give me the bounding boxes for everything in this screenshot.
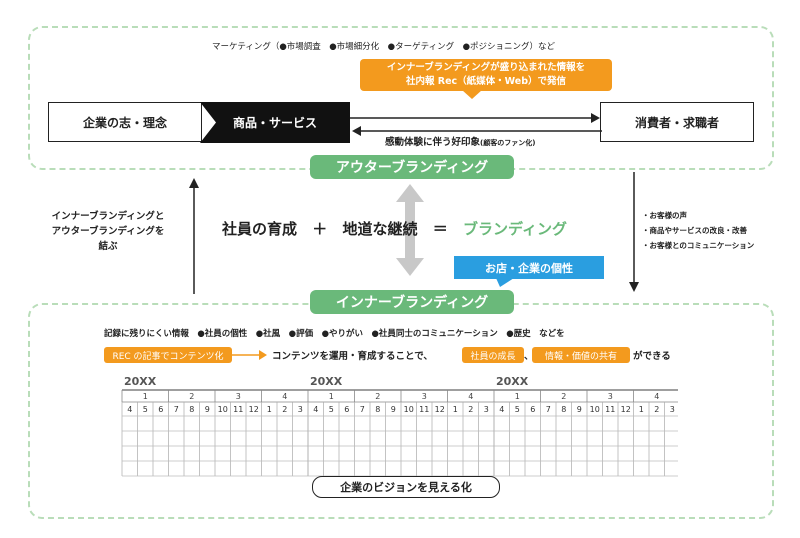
month-label: 3 bbox=[484, 405, 489, 414]
box-product-label: 商品・サービス bbox=[232, 116, 317, 130]
month-label: 12 bbox=[621, 405, 631, 414]
quarter-label: 1 bbox=[329, 392, 334, 401]
month-label: 10 bbox=[404, 405, 414, 414]
month-label: 11 bbox=[419, 405, 429, 414]
rec-callout: インナーブランディングが盛り込まれた情報を 社内報 Rec（紙媒体・Web）で発… bbox=[360, 59, 612, 91]
month-label: 4 bbox=[499, 405, 504, 414]
month-label: 5 bbox=[515, 405, 520, 414]
callout-pointer bbox=[462, 90, 482, 99]
month-label: 8 bbox=[561, 405, 566, 414]
month-label: 8 bbox=[375, 405, 380, 414]
month-label: 12 bbox=[249, 405, 259, 414]
box-product: 商品・サービス bbox=[200, 102, 350, 143]
month-label: 9 bbox=[577, 405, 582, 414]
eq-part2: 地道な継続 bbox=[342, 220, 418, 238]
month-label: 10 bbox=[590, 405, 600, 414]
left-text: インナーブランディングと アウターブランディングを 結ぶ bbox=[30, 209, 186, 254]
month-label: 10 bbox=[218, 405, 228, 414]
quarter-label: 2 bbox=[189, 392, 194, 401]
month-label: 5 bbox=[329, 405, 334, 414]
rec-tag: REC の記事でコンテンツ化 bbox=[104, 347, 232, 363]
growth-tag: 社員の成長 bbox=[462, 347, 524, 363]
shop-tag: お店・企業の個性 bbox=[454, 256, 604, 279]
quarter-label: 4 bbox=[282, 392, 287, 401]
month-label: 4 bbox=[313, 405, 318, 414]
center-double-arrow bbox=[396, 184, 424, 276]
callout-line-1: インナーブランディングが盛り込まれた情報を bbox=[386, 62, 586, 73]
records-line: 記録に残りにくい情報 ●社員の個性 ●社風 ●評価 ●やりがい ●社員同士のコミ… bbox=[104, 329, 565, 339]
month-label: 9 bbox=[205, 405, 210, 414]
month-label: 2 bbox=[654, 405, 659, 414]
quarter-label: 4 bbox=[654, 392, 659, 401]
callout-line-2: 社内報 Rec（紙媒体・Web）で発信 bbox=[405, 76, 567, 87]
marketing-line: マーケティング（●市場調査 ●市場細分化 ●ターゲティング ●ポジショニング）な… bbox=[212, 42, 555, 52]
feedback-small: (顧客のファン化) bbox=[480, 139, 536, 147]
month-label: 3 bbox=[670, 405, 675, 414]
arrows-top bbox=[350, 113, 602, 136]
month-label: 7 bbox=[546, 405, 551, 414]
eq-part1: 社員の育成 bbox=[222, 220, 298, 238]
inner-branding-label: インナーブランディング bbox=[310, 290, 514, 314]
eq-plus: ＋ bbox=[312, 220, 328, 238]
right-text-2: ・商品やサービスの改良・改善 bbox=[642, 226, 747, 235]
month-label: 12 bbox=[435, 405, 445, 414]
quarter-label: 3 bbox=[608, 392, 613, 401]
month-label: 6 bbox=[158, 405, 163, 414]
month-label: 11 bbox=[605, 405, 615, 414]
left-text-2: アウターブランディングを bbox=[51, 226, 165, 237]
quarter-label: 2 bbox=[561, 392, 566, 401]
equation: 社員の育成 ＋ 地道な継続 ＝ ブランディング bbox=[222, 218, 567, 239]
outer-branding-label: アウターブランディング bbox=[310, 155, 514, 179]
right-text: ・お客様の声 ・商品やサービスの改良・改善 ・お客様とのコミュニケーション bbox=[642, 208, 754, 253]
eq-equals: ＝ bbox=[432, 220, 448, 238]
can-text: ができる bbox=[633, 351, 671, 362]
month-label: 2 bbox=[282, 405, 287, 414]
tag-separator: 、 bbox=[524, 351, 534, 362]
month-label: 6 bbox=[344, 405, 349, 414]
box-consumer: 消費者・求職者 bbox=[600, 102, 754, 142]
month-label: 9 bbox=[391, 405, 396, 414]
month-label: 11 bbox=[233, 405, 243, 414]
left-text-3: 結ぶ bbox=[98, 241, 118, 252]
rec-arrow bbox=[232, 350, 267, 360]
share-tag: 情報・価値の共有 bbox=[532, 347, 630, 363]
month-label: 7 bbox=[360, 405, 365, 414]
feedback-text: 感動体験に伴う好印象(顧客のファン化) bbox=[385, 134, 535, 148]
year-label: 20XX bbox=[496, 375, 529, 388]
box-vision: 企業の志・理念 bbox=[48, 102, 202, 142]
quarter-label: 2 bbox=[375, 392, 380, 401]
vision-label: 企業のビジョンを見える化 bbox=[312, 476, 500, 498]
left-up-arrow bbox=[189, 178, 199, 294]
month-label: 4 bbox=[127, 405, 132, 414]
feedback-main: 感動体験に伴う好印象 bbox=[385, 137, 481, 148]
shop-tag-pointer bbox=[496, 278, 514, 287]
eq-result: ブランディング bbox=[463, 220, 567, 238]
year-label: 20XX bbox=[310, 375, 343, 388]
content-text: コンテンツを運用・育成することで、 bbox=[272, 351, 433, 362]
month-label: 1 bbox=[267, 405, 272, 414]
left-text-1: インナーブランディングと bbox=[51, 211, 165, 222]
month-label: 2 bbox=[468, 405, 473, 414]
month-label: 3 bbox=[298, 405, 303, 414]
quarter-label: 4 bbox=[468, 392, 473, 401]
quarter-label: 1 bbox=[515, 392, 520, 401]
year-label: 20XX bbox=[124, 375, 157, 388]
quarter-label: 3 bbox=[236, 392, 241, 401]
right-text-3: ・お客様とのコミュニケーション bbox=[642, 241, 755, 250]
month-label: 7 bbox=[174, 405, 179, 414]
right-text-1: ・お客様の声 bbox=[642, 211, 687, 220]
quarter-label: 1 bbox=[143, 392, 148, 401]
right-down-arrow bbox=[629, 172, 639, 292]
month-label: 5 bbox=[143, 405, 148, 414]
quarter-label: 3 bbox=[422, 392, 427, 401]
month-label: 1 bbox=[453, 405, 458, 414]
month-label: 1 bbox=[639, 405, 644, 414]
month-label: 8 bbox=[189, 405, 194, 414]
month-label: 6 bbox=[530, 405, 535, 414]
